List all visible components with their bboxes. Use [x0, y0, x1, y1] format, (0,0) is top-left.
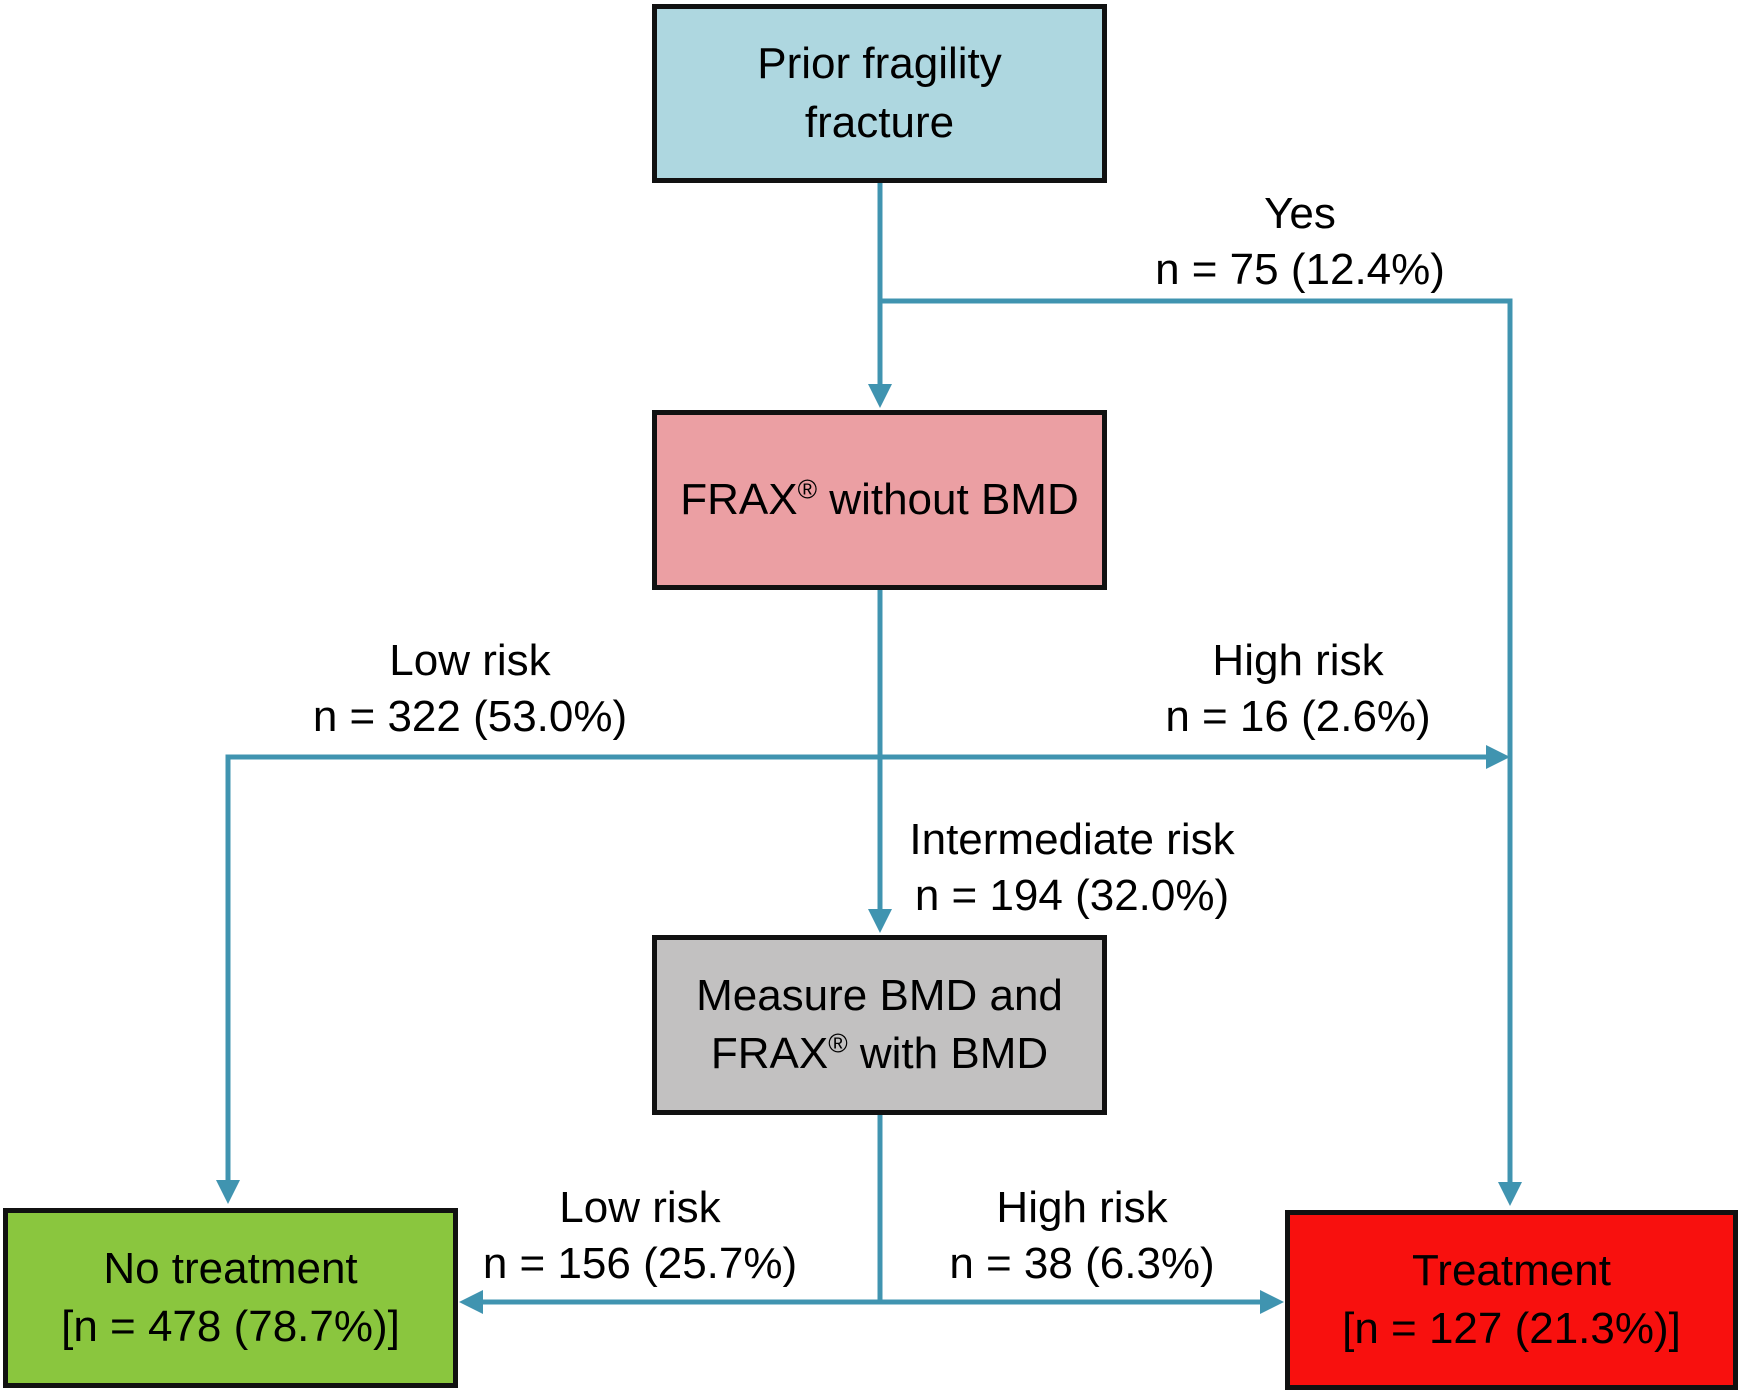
edge-low-risk-to-no-treatment — [225, 754, 880, 1196]
box-text-line: Treatment — [1412, 1245, 1611, 1295]
arrowhead-into-frax-box — [868, 384, 892, 408]
branch-label-line: Low risk — [559, 1183, 721, 1232]
box-text-line: [n = 127 (21.3%)] — [1342, 1304, 1681, 1353]
branch-label-line: n = 16 (2.6%) — [1165, 691, 1431, 741]
branch-label-low-risk-frax: Low risk n = 322 (53.0%) — [313, 633, 627, 745]
registered-trademark-symbol: ® — [797, 474, 818, 505]
arrowhead-into-no-treatment-side — [459, 1290, 483, 1314]
box-text-line: FRAX® without BMD — [680, 474, 1079, 524]
frax-without-bmd-box: FRAX® without BMD — [652, 410, 1107, 590]
arrowhead-into-treatment-top — [1498, 1182, 1522, 1206]
measure-bmd-box: Measure BMD and FRAX® with BMD — [652, 935, 1107, 1115]
branch-label-high-risk-frax: High risk n = 16 (2.6%) — [1165, 633, 1430, 745]
branch-label-line: n = 156 (25.7%) — [482, 1238, 798, 1288]
box-text-line: Measure BMD and — [696, 970, 1063, 1020]
prior-fragility-fracture-box: Prior fragility fracture — [652, 4, 1107, 183]
edge-arrowheads — [216, 384, 1522, 1314]
branch-label-line: Low risk — [389, 636, 551, 685]
treatment-box: Treatment [n = 127 (21.3%)] — [1285, 1210, 1738, 1390]
branch-label-line: n = 194 (32.0%) — [914, 870, 1230, 920]
edge-measure-split — [472, 1115, 1278, 1305]
branch-label-line: n = 75 (12.4%) — [1155, 244, 1445, 294]
box-text-line: No treatment — [103, 1243, 358, 1293]
edge-lines — [225, 183, 1513, 1305]
arrowhead-high-risk-join — [1486, 745, 1510, 769]
branch-label-intermediate-risk: Intermediate risk n = 194 (32.0%) — [909, 812, 1234, 924]
branch-label-yes: Yes n = 75 (12.4%) — [1155, 186, 1445, 298]
box-text-line: [n = 478 (78.7%)] — [61, 1302, 400, 1351]
edge-yes-branch — [880, 298, 1513, 1198]
branch-label-line: High risk — [1212, 636, 1384, 685]
branch-label-high-risk-bmd: High risk n = 38 (6.3%) — [949, 1180, 1214, 1292]
branch-label-line: n = 38 (6.3%) — [949, 1238, 1215, 1288]
arrowhead-into-treatment-side — [1260, 1290, 1284, 1314]
branch-label-line: n = 322 (53.0%) — [312, 691, 628, 741]
branch-label-line: Intermediate risk — [909, 815, 1235, 864]
branch-label-low-risk-bmd: Low risk n = 156 (25.7%) — [483, 1180, 797, 1292]
registered-trademark-symbol: ® — [828, 1028, 848, 1059]
arrowhead-into-no-treatment-top — [216, 1180, 240, 1204]
arrowhead-into-measure-box — [868, 909, 892, 933]
branch-label-line: Yes — [1264, 189, 1336, 238]
no-treatment-box: No treatment [n = 478 (78.7%)] — [3, 1208, 458, 1388]
box-text-line: FRAX® with BMD — [710, 1028, 1049, 1078]
box-text-line: Prior fragility — [757, 39, 1002, 89]
box-text-line: fracture — [804, 97, 955, 147]
branch-label-line: High risk — [996, 1183, 1168, 1232]
